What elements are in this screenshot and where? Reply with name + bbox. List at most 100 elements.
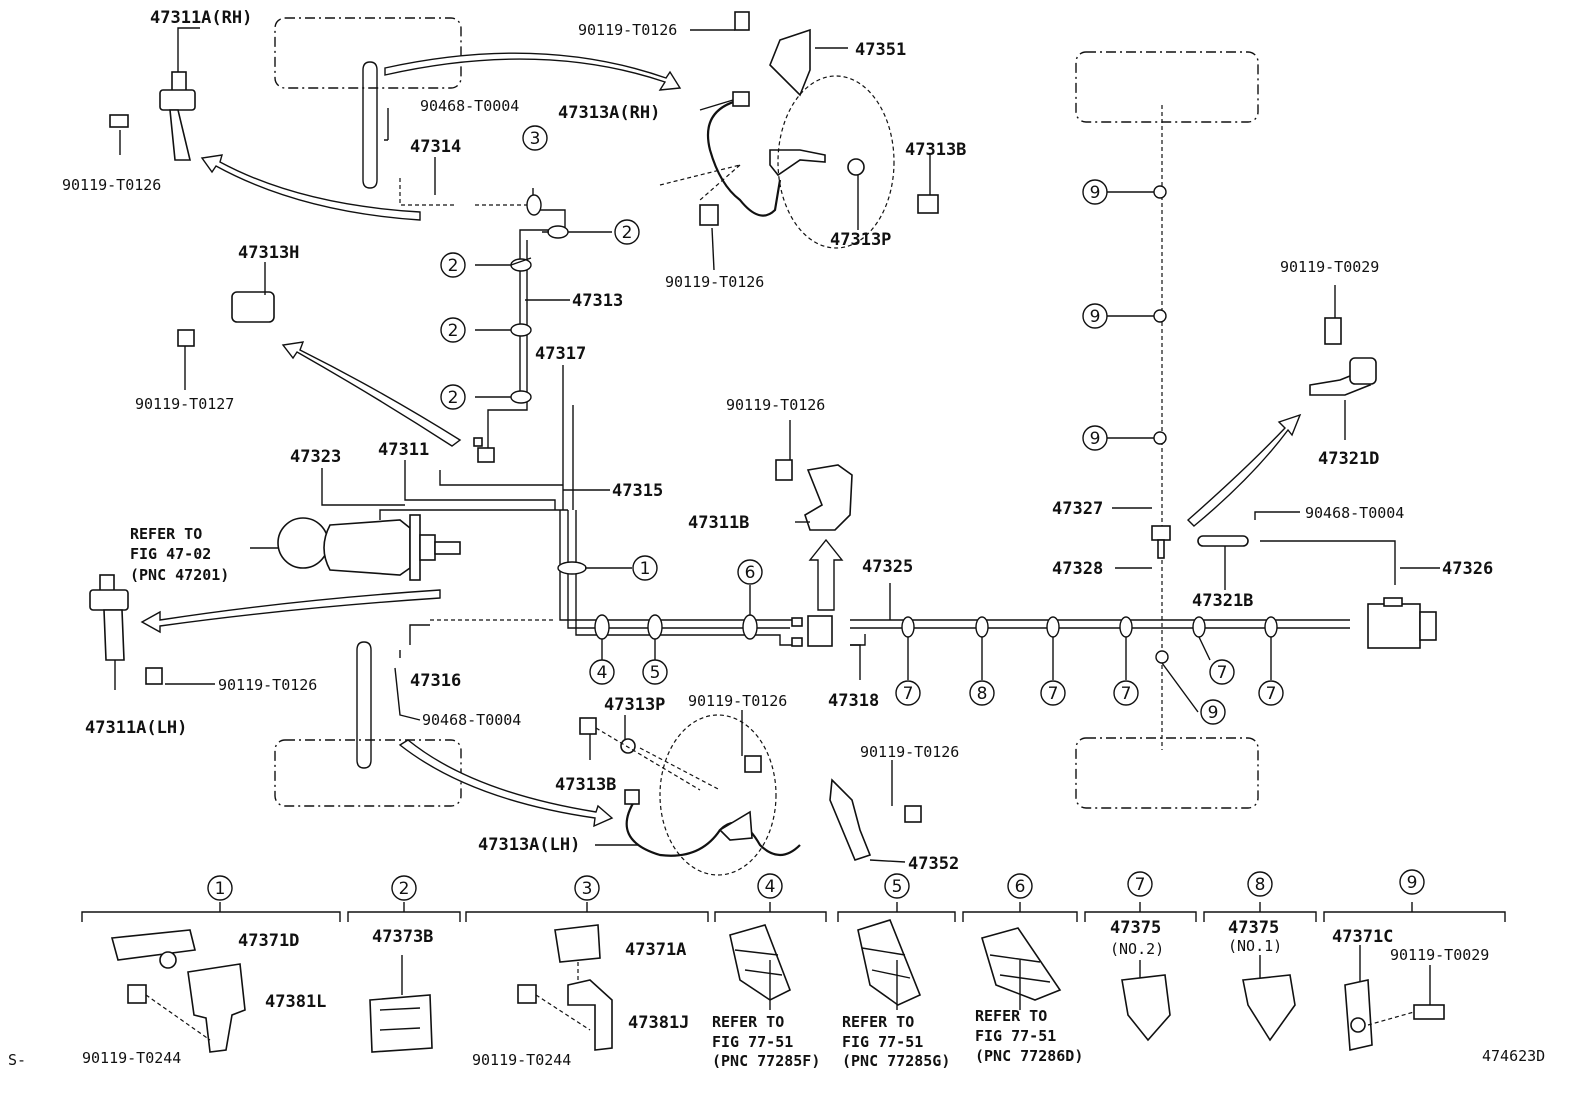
label-47318: 47318 — [828, 691, 879, 711]
label-47381J: 47381J — [628, 1013, 689, 1033]
callout-4: 4 — [597, 663, 608, 683]
corner-mark: S- — [8, 1051, 26, 1069]
label-47313H: 47313H — [238, 243, 299, 263]
label-47311A-LH: 47311A(LH) — [85, 718, 187, 738]
label-47375: 47375 — [1228, 918, 1279, 938]
callout-numbers: 3 2 2 2 2 1 6 4 5 7 8 7 7 7 7 9 9 9 9 1 … — [215, 129, 1418, 899]
callout-8: 8 — [1255, 875, 1266, 895]
label-47313: 47313 — [572, 291, 623, 311]
callout-arrows — [140, 52, 1302, 828]
bottom-bracket-lines — [81, 902, 1506, 922]
clip-47371C-drawing — [1344, 945, 1445, 1051]
callout-9: 9 — [1090, 307, 1101, 327]
wheel-area-rear-top — [1075, 51, 1259, 123]
label-refer-to: REFER TO — [712, 1013, 784, 1031]
label-fig-77-51: FIG 77-51 — [842, 1033, 923, 1051]
label-47316: 47316 — [410, 671, 461, 691]
label-47313P: 47313P — [830, 230, 891, 250]
hose-47313A-RH — [659, 11, 939, 249]
label-no1: (NO.1) — [1228, 937, 1282, 955]
label-47351: 47351 — [855, 40, 906, 60]
main-brake-tube — [559, 510, 1350, 646]
callout-6: 6 — [1015, 877, 1026, 897]
clip-47371D-drawing — [110, 929, 246, 1053]
label-refer-to: REFER TO — [130, 525, 202, 543]
label-47311B: 47311B — [688, 513, 749, 533]
callout-9: 9 — [1090, 183, 1101, 203]
clip-47373B-drawing — [369, 955, 433, 1053]
callout-7: 7 — [903, 684, 914, 704]
clip-77286D-drawing — [981, 927, 1062, 1010]
label-refer-to: REFER TO — [975, 1007, 1047, 1025]
clip-markers-rear — [901, 185, 1278, 664]
callout-1: 1 — [640, 559, 651, 579]
callout-5: 5 — [650, 663, 661, 683]
bracket-47311B — [775, 459, 853, 531]
rear-right-junction — [1197, 535, 1437, 649]
tube-47323 — [404, 475, 556, 510]
front-tube-rh — [362, 61, 378, 189]
label-47311: 47311 — [378, 440, 429, 460]
callout-9: 9 — [1090, 429, 1101, 449]
label-fig-47-02: FIG 47-02 — [130, 545, 211, 563]
label-90119-T0126: 90119-T0126 — [665, 273, 764, 291]
callout-7: 7 — [1135, 875, 1146, 895]
label-47323: 47323 — [290, 447, 341, 467]
clip-77285F-drawing — [729, 924, 792, 1010]
tube-to-booster — [379, 509, 568, 520]
callout-2: 2 — [399, 879, 410, 899]
label-pnc-77286D: (PNC 77286D) — [975, 1047, 1083, 1065]
label-47317: 47317 — [535, 344, 586, 364]
valve-47311A-LH — [89, 574, 163, 685]
wheel-area-front-lh — [274, 739, 462, 807]
label-90119-T0126: 90119-T0126 — [860, 743, 959, 761]
label-pnc-47201: (PNC 47201) — [130, 566, 229, 584]
label-90119-T0126: 90119-T0126 — [688, 692, 787, 710]
label-no2: (NO.2) — [1110, 940, 1164, 958]
label-47375: 47375 — [1110, 918, 1161, 938]
label-90468-T0004: 90468-T0004 — [420, 97, 519, 115]
callout-7: 7 — [1121, 684, 1132, 704]
callout-1: 1 — [215, 879, 226, 899]
callout-2: 2 — [448, 388, 459, 408]
label-90468-T0004: 90468-T0004 — [1305, 504, 1404, 522]
label-90119-T0127: 90119-T0127 — [135, 395, 234, 413]
label-47321D: 47321D — [1318, 449, 1379, 469]
label-90119-T0126: 90119-T0126 — [578, 21, 677, 39]
callout-3: 3 — [530, 129, 541, 149]
callout-2: 2 — [448, 256, 459, 276]
label-47311A-RH: 47311A(RH) — [150, 8, 252, 28]
clip-47375-no2-drawing — [1121, 960, 1171, 1042]
junction-center — [791, 615, 833, 647]
callout-3: 3 — [582, 879, 593, 899]
label-47313B: 47313B — [555, 775, 616, 795]
part-47313H — [177, 291, 275, 347]
label-47314: 47314 — [410, 137, 461, 157]
callout-7: 7 — [1266, 684, 1277, 704]
callout-9: 9 — [1407, 873, 1418, 893]
label-90468-T0004: 90468-T0004 — [422, 711, 521, 729]
leader-lines — [114, 27, 1440, 863]
callout-4: 4 — [765, 877, 776, 897]
label-47321B: 47321B — [1192, 591, 1253, 611]
label-fig-77-51: FIG 77-51 — [712, 1033, 793, 1051]
callout-circles — [207, 125, 1425, 901]
label-47327: 47327 — [1052, 499, 1103, 519]
callout-2: 2 — [448, 321, 459, 341]
label-47352: 47352 — [908, 854, 959, 874]
master-cylinder — [277, 514, 461, 581]
label-47313P: 47313P — [604, 695, 665, 715]
wheel-area-front-rh — [274, 17, 462, 89]
label-fig-77-51: FIG 77-51 — [975, 1027, 1056, 1045]
label-90119-T0126: 90119-T0126 — [218, 676, 317, 694]
label-47373B: 47373B — [372, 927, 433, 947]
label-pnc-77285F: (PNC 77285F) — [712, 1052, 820, 1070]
callout-6: 6 — [745, 563, 756, 583]
label-47313A-LH: 47313A(LH) — [478, 835, 580, 855]
front-tube-lh — [356, 641, 372, 769]
callout-5: 5 — [892, 877, 903, 897]
tube-47316-b — [409, 624, 430, 645]
tube-47314 — [399, 178, 533, 206]
